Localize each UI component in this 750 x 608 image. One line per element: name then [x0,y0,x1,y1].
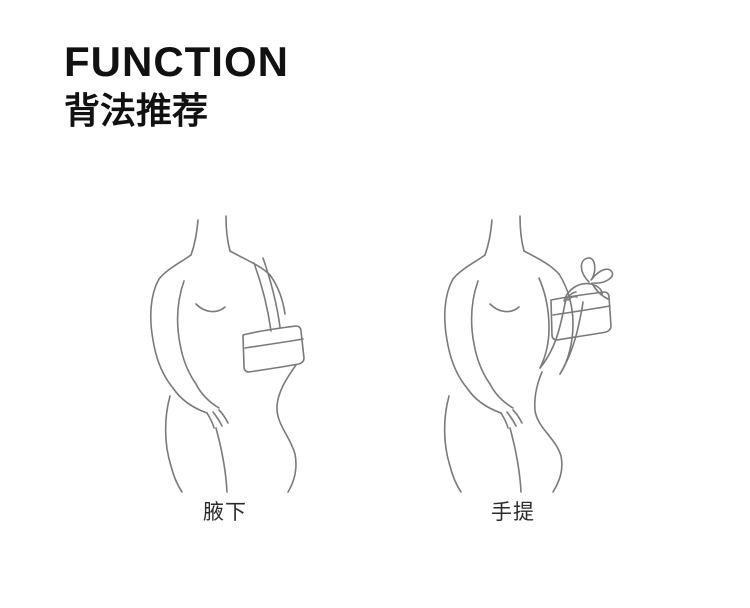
handheld-label: 手提 [491,501,535,524]
underarm-carry-illustration [149,215,305,493]
figure-line-art [149,215,305,493]
page-title-chinese: 背法推荐 [64,90,209,132]
figure-line-art [443,215,614,493]
handheld-carry-illustration [443,215,614,493]
page-title-english: FUNCTION [64,38,289,85]
underarm-label: 腋下 [203,501,247,524]
header: FUNCTION 背法推荐 [64,38,289,132]
